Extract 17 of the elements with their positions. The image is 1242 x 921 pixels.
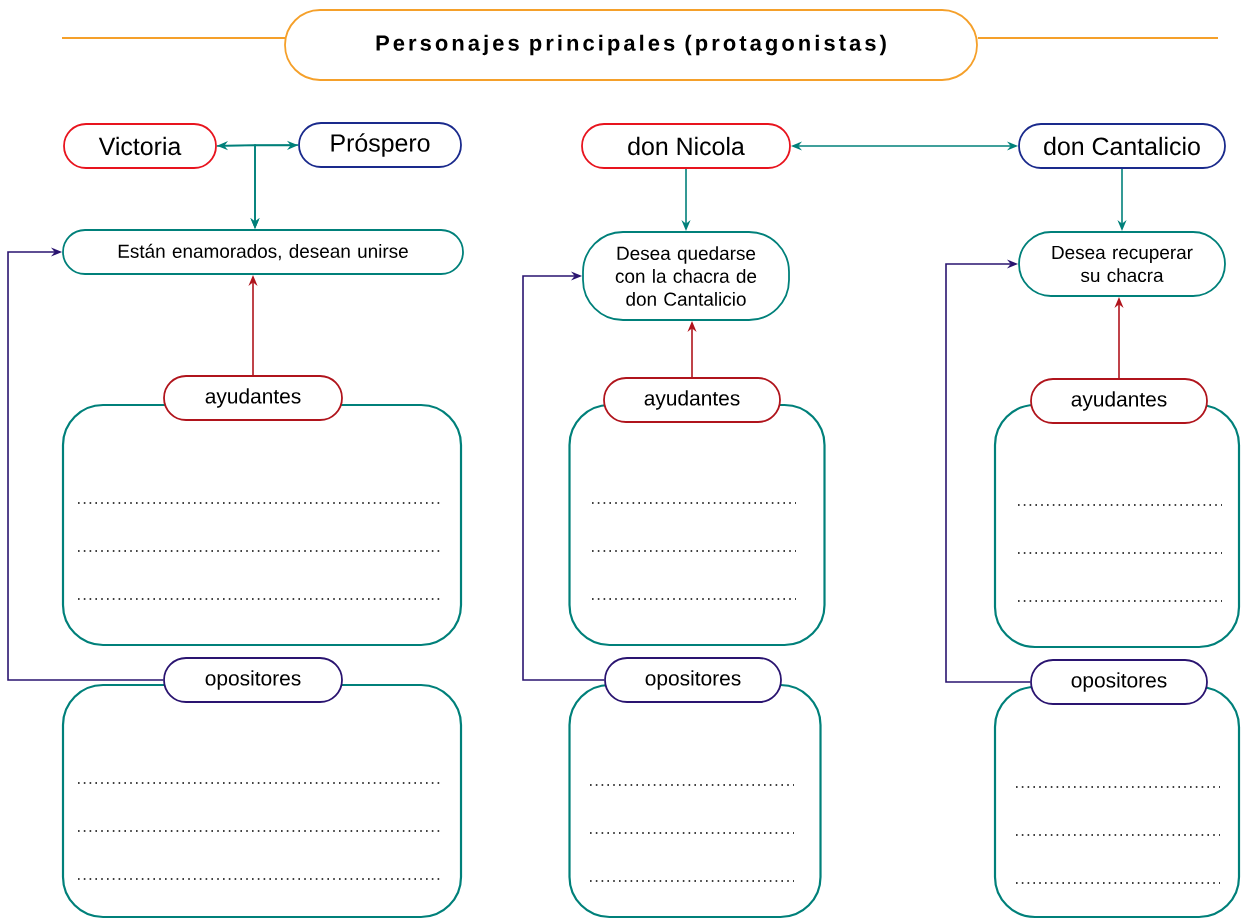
role-label: ayudantes	[163, 375, 343, 421]
goal-box: Desea recuperar su chacra	[1018, 231, 1226, 297]
character-box: don Nicola	[581, 123, 791, 169]
role-label: opositores	[1030, 659, 1208, 705]
role-label: opositores	[604, 657, 782, 703]
role-label: ayudantes	[1030, 378, 1208, 424]
goal-box: Están enamorados, desean unirse	[62, 229, 464, 275]
arrow	[945, 259, 1031, 683]
title-box: Personajes principales (protagonistas)	[284, 9, 978, 81]
arrow	[7, 247, 164, 681]
arrow	[522, 271, 605, 681]
goal-box: Desea quedarse con la chacra de don Cantalicio	[582, 231, 790, 321]
character-box: Victoria	[63, 123, 217, 169]
character-box: Próspero	[298, 122, 462, 168]
role-label: opositores	[163, 657, 343, 703]
character-box: don Cantalicio	[1018, 123, 1226, 169]
role-label: ayudantes	[603, 377, 781, 423]
